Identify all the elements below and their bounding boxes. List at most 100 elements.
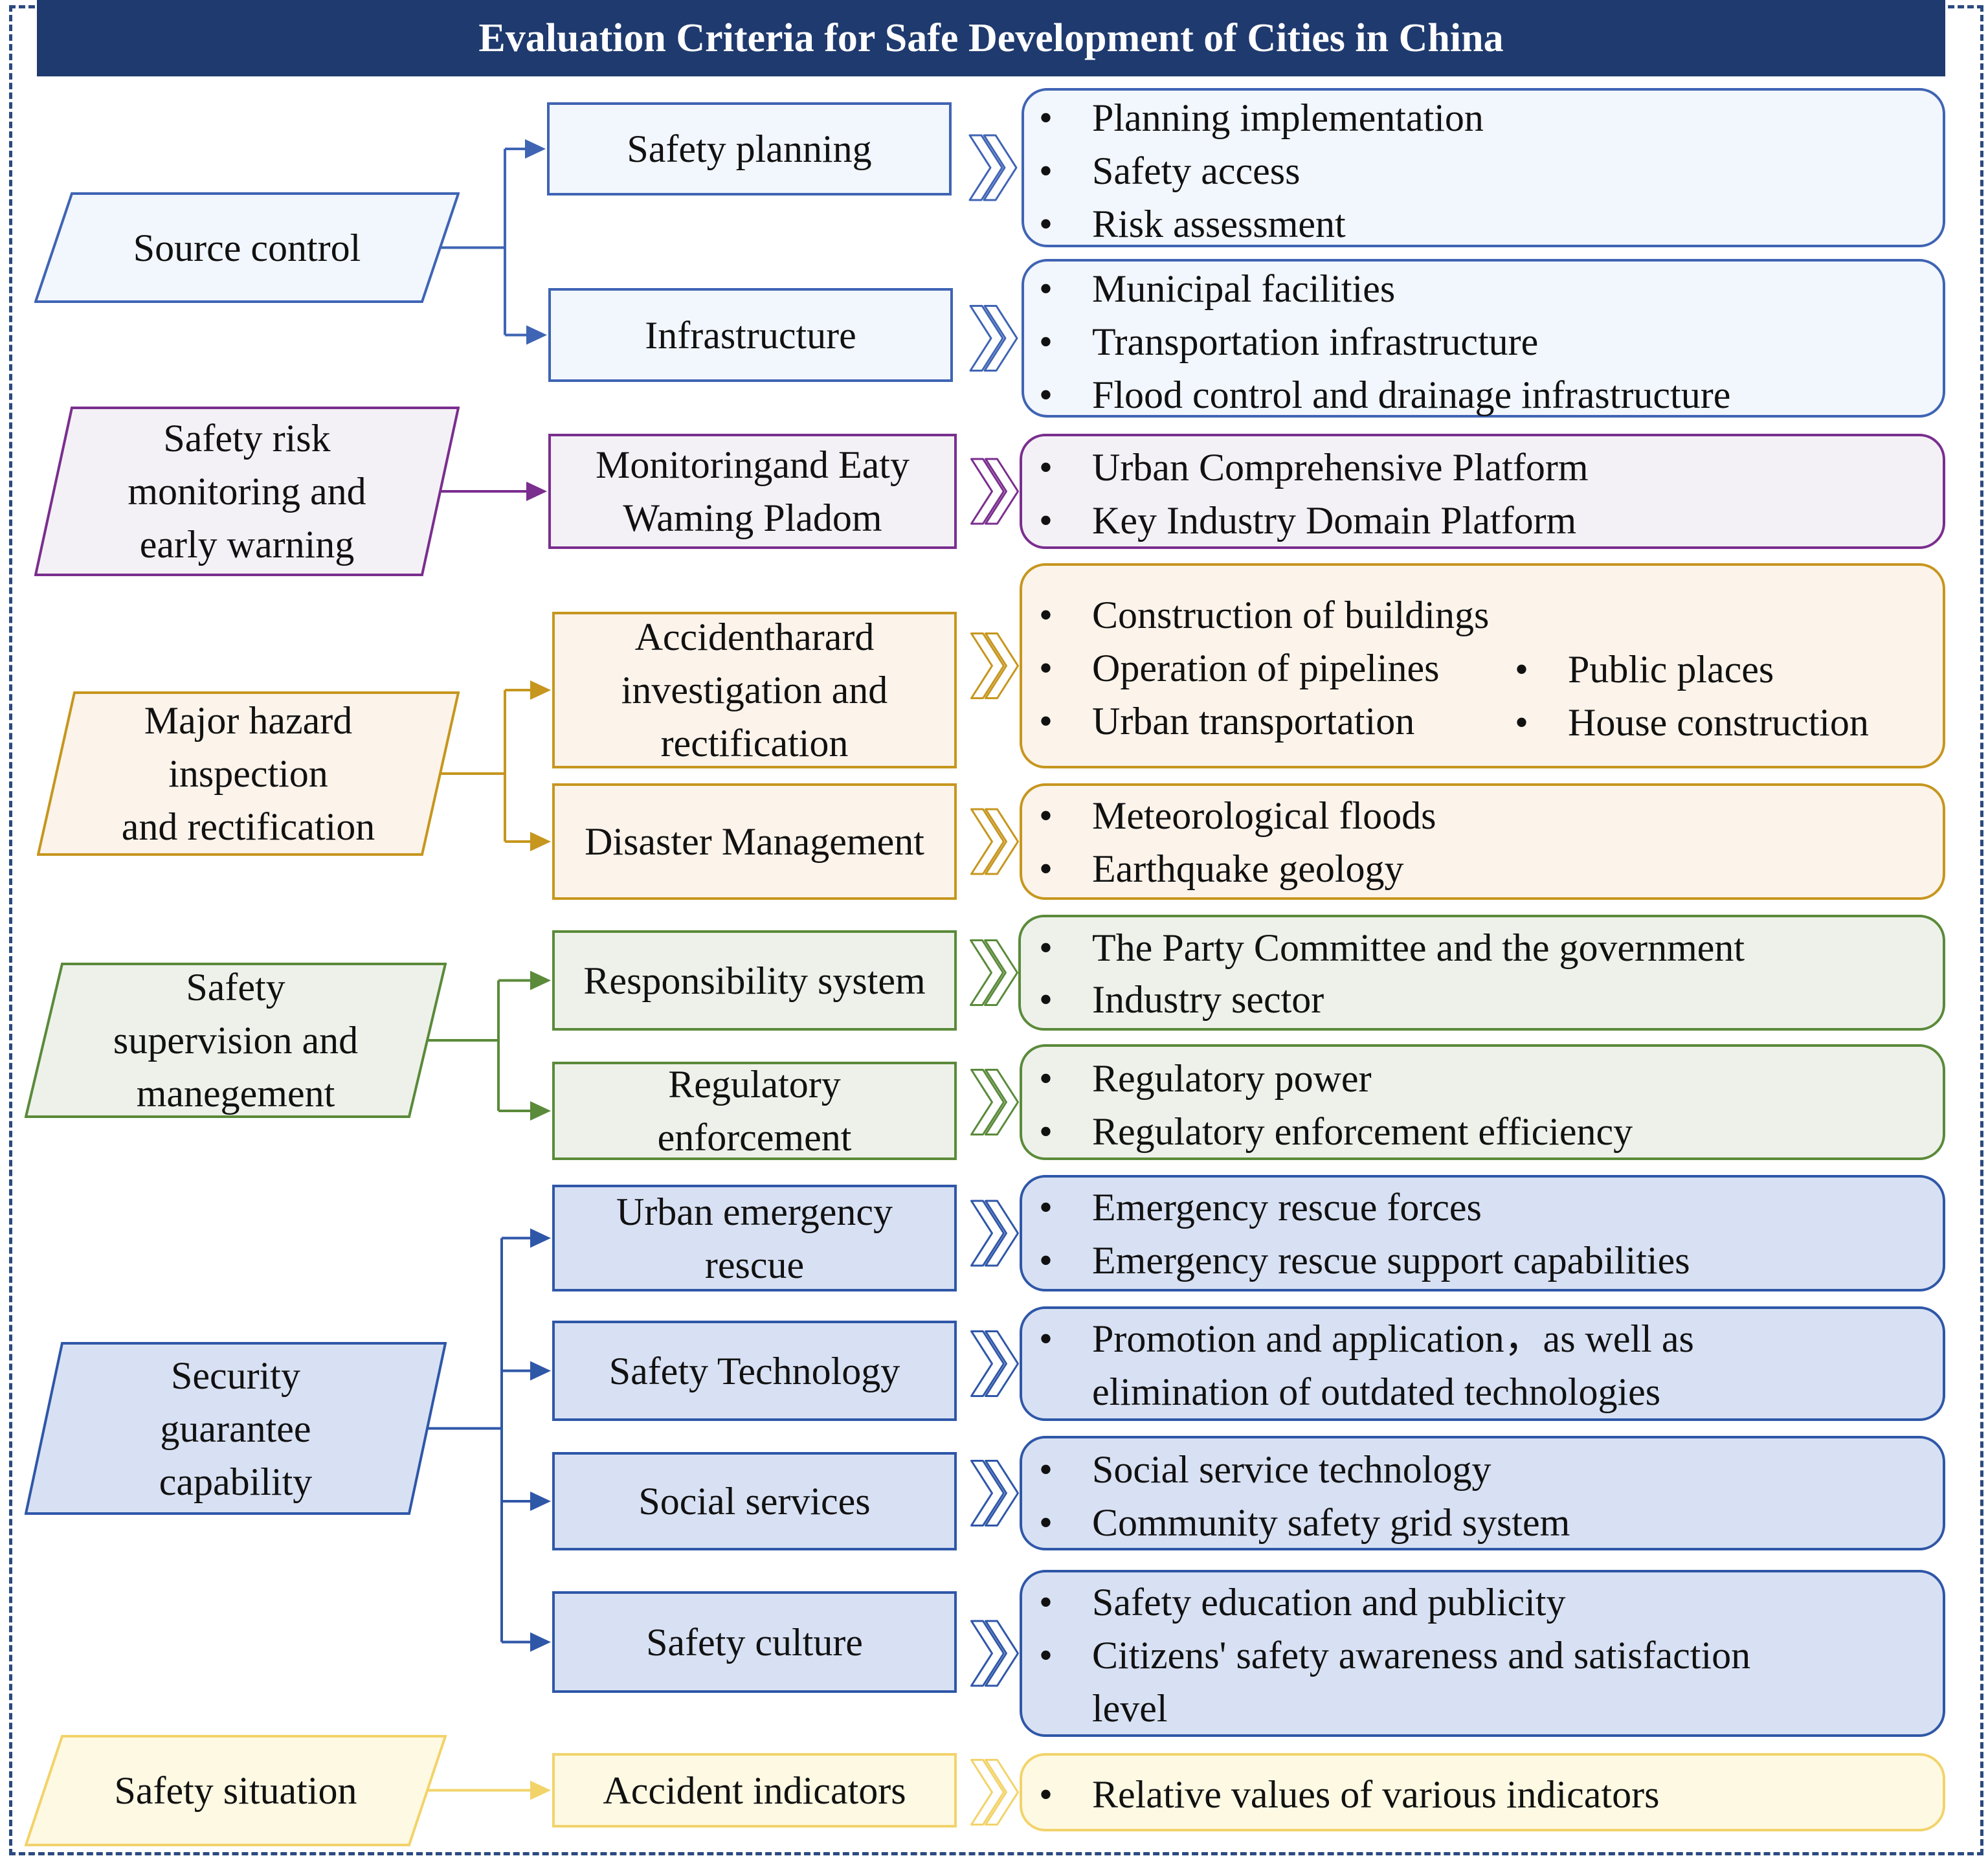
arrow-head-icon [530,1101,551,1121]
arrow-head-icon [526,325,547,345]
label-line: Monitoringand Eaty [596,443,910,486]
label-line: inspection [168,752,328,795]
bullet-dot-icon: • [1039,1634,1053,1677]
label-line: enforcement [657,1116,852,1159]
detail-box [1020,783,1945,900]
bullet-text: Risk assessment [1092,203,1346,245]
label-line: Urban emergency [616,1190,893,1233]
bullet-text: The Party Committee and the government [1092,926,1745,969]
arrow-head-icon [530,832,551,851]
category-shape [34,407,460,576]
arrow-head-icon [530,970,551,990]
sub-criterion-box[interactable]: Accident indicators [552,1753,957,1828]
bullet-text: Regulatory power [1092,1057,1372,1100]
sub-criterion-label: Safety culture [646,1616,863,1669]
bullet-dot-icon: • [1039,926,1053,969]
bullet-text: Transportation infrastructure [1092,320,1539,363]
bullet-dot-icon: • [1039,1057,1053,1100]
bullet-dot-icon: • [1039,594,1053,636]
bullet-text: Construction of buildings [1092,594,1490,636]
category-box[interactable]: Safety situation [25,1735,447,1846]
bullet-dot-icon: • [1515,701,1529,744]
double-chevron-icon [970,939,1018,1006]
label-line: supervision and [113,1019,359,1062]
label-line: Safety situation [114,1769,357,1812]
label-line: Safety Technology [609,1349,900,1392]
label-line: Security [171,1354,300,1397]
bullet-dot-icon: • [1039,978,1053,1021]
sub-criterion-box[interactable]: Safety planning [547,102,952,196]
bullet-dot-icon: • [1039,1448,1053,1491]
double-chevron-icon [970,1200,1019,1267]
label-line: manegement [136,1072,335,1115]
double-chevron-icon [970,1460,1019,1526]
label-line: Disaster Management [585,820,924,863]
bullet-text: Key Industry Domain Platform [1092,499,1577,542]
label-line: Social services [638,1480,871,1523]
label-line: Infrastructure [645,313,856,357]
detail-box [1020,1436,1945,1550]
sub-criterion-box[interactable]: Responsibility system [552,930,957,1031]
label-line: early warning [139,523,355,566]
double-chevron-icon [968,134,1018,201]
bullet-dot-icon: • [1039,794,1053,837]
bullet-text: Promotion and application，as well as [1092,1317,1694,1360]
bullet-text: Safety education and publicity [1092,1581,1566,1624]
category-shape [25,1735,447,1846]
bullet-dot-icon: • [1039,446,1053,489]
sub-criterion-box[interactable]: Social services [552,1452,957,1550]
bullet-text: Earthquake geology [1092,847,1404,890]
double-chevron-icon [970,1069,1019,1135]
label-line: Accidentharard [634,616,875,658]
detail-box [1022,259,1945,418]
arrow-head-icon [530,1492,551,1511]
bullet-dot-icon: • [1039,374,1053,416]
diagram-title: Evaluation Criteria for Safe Development… [37,0,1945,76]
bullet-text: Relative values of various indicators [1092,1773,1660,1816]
sub-criterion-box[interactable]: Safety culture [552,1591,957,1693]
detail-box [1020,563,1945,768]
sub-criterion-box[interactable]: Disaster Management [552,783,957,900]
category-box[interactable]: Source control [34,192,460,303]
category-shape [25,963,447,1118]
bullet-text: House construction [1568,701,1869,744]
arrow-head-icon [530,1780,551,1800]
label-line: Waming Pladom [623,497,882,539]
detail-box [1020,1753,1945,1831]
category-shape [25,1342,447,1515]
detail-box [1020,1044,1945,1160]
bullet-dot-icon: • [1039,1317,1053,1360]
bullet-text: Citizens' safety awareness and satisfact… [1092,1634,1751,1677]
bullet-dot-icon: • [1039,96,1053,139]
label-line: guarantee [160,1407,311,1450]
detail-box [1020,1570,1945,1737]
bullet-dot-icon: • [1039,1773,1053,1816]
bullet-text: Public places [1568,648,1774,691]
detail-box [1020,1306,1945,1421]
arrow-head-icon [526,482,547,501]
label-line: monitoring and [128,470,366,513]
double-chevron-icon [969,305,1018,372]
bullet-text: Municipal facilities [1092,267,1396,310]
sub-criterion-box[interactable]: Infrastructure [548,288,953,382]
bullet-dot-icon: • [1039,499,1053,542]
label-line: Safety planning [627,128,872,170]
arrow-head-icon [530,1228,551,1248]
sub-criterion-box[interactable]: Safety Technology [552,1321,957,1421]
label-line: Responsibility system [583,959,926,1002]
label-line: and rectification [121,805,375,848]
arrow-head-icon [525,139,546,159]
